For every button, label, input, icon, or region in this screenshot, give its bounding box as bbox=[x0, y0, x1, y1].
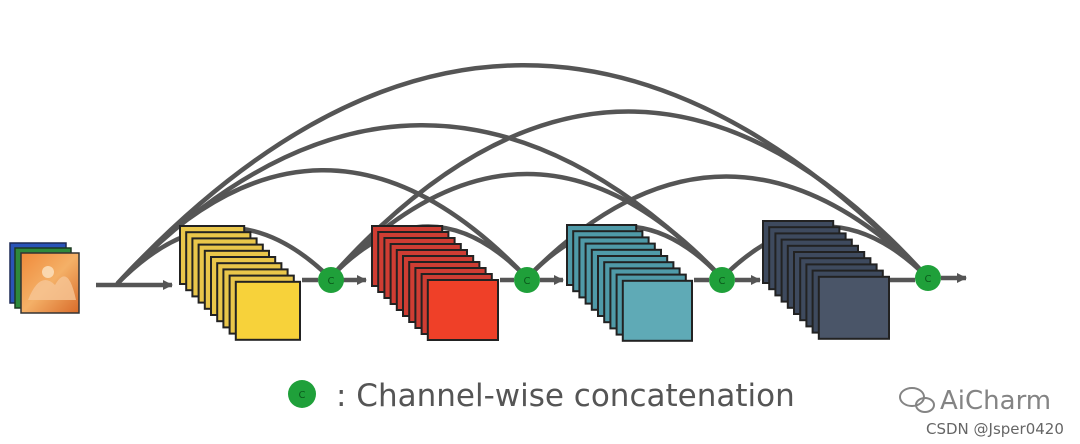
dense-block-3 bbox=[566, 224, 693, 342]
block-front-face bbox=[234, 280, 301, 341]
block-front-face bbox=[817, 275, 890, 340]
wechat-icon bbox=[899, 387, 935, 413]
dense-block-4 bbox=[762, 220, 890, 340]
legend-concat-symbol bbox=[288, 380, 316, 408]
arc-concat-1-to-concat-4 bbox=[327, 109, 931, 281]
legend-text: : Channel-wise concatenation bbox=[336, 378, 795, 414]
arc-input-to-concat-3 bbox=[115, 123, 725, 286]
watermark-brand: AiCharm bbox=[940, 386, 1051, 416]
concat-node-3: C bbox=[709, 267, 735, 293]
legend-symbol-letter: C bbox=[299, 390, 306, 401]
watermark-credit: CSDN @Jsper0420 bbox=[926, 420, 1064, 438]
concat-node-2: C bbox=[514, 267, 540, 293]
input-image-stack bbox=[9, 242, 80, 314]
concat-letter: C bbox=[925, 274, 932, 285]
watermark: AiCharm CSDN @Jsper0420 bbox=[899, 386, 1064, 438]
dense-block-2 bbox=[371, 225, 499, 341]
legend: C : Channel-wise concatenation bbox=[288, 378, 795, 414]
forward-flow-arrows bbox=[96, 273, 967, 290]
concat-node-4: C bbox=[915, 265, 941, 291]
dense-block-1 bbox=[179, 225, 301, 341]
concat-node-1: C bbox=[318, 267, 344, 293]
block-front-face bbox=[621, 279, 693, 342]
concat-letter: C bbox=[719, 276, 726, 287]
concat-letter: C bbox=[328, 276, 335, 287]
concat-letter: C bbox=[524, 276, 531, 287]
block-front-face bbox=[426, 279, 499, 341]
